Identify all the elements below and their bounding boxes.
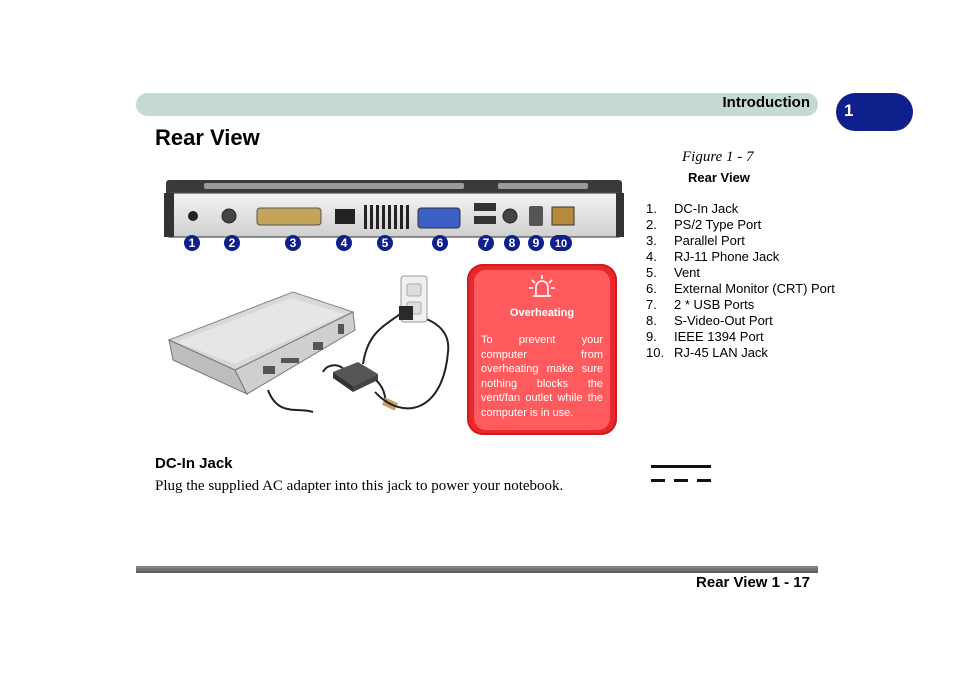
legend-item: 3.Parallel Port [646, 233, 745, 248]
warning-body: To prevent your computer from overheatin… [481, 334, 603, 419]
footer-rule [136, 566, 818, 573]
laptop-rear-view-image: 1 2 3 4 5 6 7 8 9 10 [164, 180, 624, 251]
legend-item: 2.PS/2 Type Port [646, 217, 762, 232]
callout-3 [285, 235, 301, 251]
legend-item: 9.IEEE 1394 Port [646, 329, 764, 344]
figure-subcaption: Rear View [688, 170, 750, 185]
svg-text:7: 7 [483, 236, 490, 250]
figure-caption: Figure 1 - 7 [682, 149, 754, 165]
legend-item: 10.RJ-45 LAN Jack [646, 345, 768, 360]
callout-6 [432, 235, 448, 251]
callout-5 [377, 235, 393, 251]
svg-text:8: 8 [509, 236, 516, 250]
legend-item: 4.RJ-11 Phone Jack [646, 249, 780, 264]
laptop-ac-adapter-image [167, 275, 450, 413]
chapter-title: Introduction [722, 94, 810, 111]
svg-text:5: 5 [382, 236, 389, 250]
legend-item: 6.External Monitor (CRT) Port [646, 281, 835, 296]
callout-1 [184, 235, 200, 251]
chapter-number-tab: 1 [836, 93, 913, 131]
warning-inner-panel: Overheating To prevent your computer fro… [474, 270, 610, 430]
warning-title: Overheating [509, 307, 575, 319]
legend-item: 8.S-Video-Out Port [646, 313, 773, 328]
section-body: Plug the supplied AC adapter into this j… [155, 478, 564, 494]
dc-power-symbol-icon [651, 465, 711, 482]
svg-text:10: 10 [555, 238, 567, 250]
legend-item: 5.Vent [646, 265, 701, 280]
callout-7 [478, 235, 494, 251]
page-title: Rear View [155, 125, 260, 150]
overheating-alarm-icon [529, 275, 555, 297]
chapter-header-bar: Introduction [136, 93, 818, 116]
legend-item: 7.2 * USB Ports [646, 297, 755, 312]
callout-10 [550, 235, 572, 251]
footer-page-label: Rear View 1 - 17 [696, 574, 810, 591]
callout-9 [528, 235, 544, 251]
callout-2 [224, 235, 240, 251]
svg-text:3: 3 [290, 236, 297, 250]
callout-4 [336, 235, 352, 251]
chapter-number: 1 [844, 101, 854, 120]
svg-text:1: 1 [189, 236, 196, 250]
section-heading: DC-In Jack [155, 455, 233, 472]
callout-8 [504, 235, 520, 251]
legend-item: 1.DC-In Jack [646, 201, 739, 216]
svg-text:4: 4 [341, 236, 348, 250]
svg-text:9: 9 [533, 236, 540, 250]
port-legend-list: 1.DC-In Jack 2.PS/2 Type Port 3.Parallel… [646, 201, 846, 361]
overheating-warning-box: Overheating To prevent your computer fro… [467, 264, 617, 435]
svg-text:6: 6 [437, 236, 444, 250]
svg-text:2: 2 [229, 236, 236, 250]
